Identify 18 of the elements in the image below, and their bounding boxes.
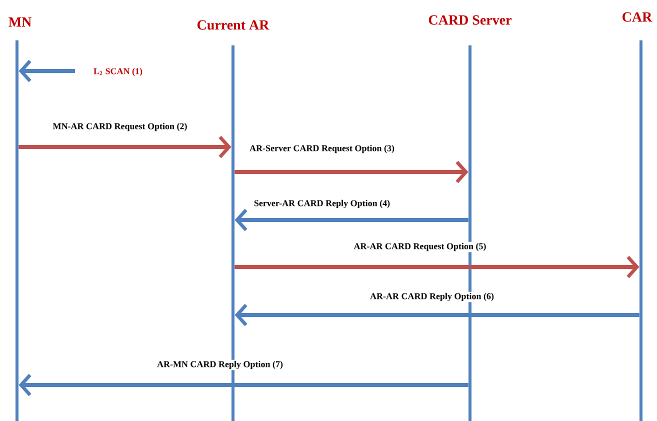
edge-label: MN-AR CARD Request Option (2) <box>52 122 188 132</box>
edge-label: L$_{2}$ SCAN (1) <box>92 66 144 78</box>
arrow <box>18 60 75 82</box>
edge-label: AR-MN CARD Reply Option (7) <box>156 360 284 370</box>
edge-label: AR-Server CARD Request Option (3) <box>248 144 396 154</box>
participant-label: MN <box>8 17 32 27</box>
participant-label: CAR <box>622 12 652 22</box>
edge-label: AR-AR CARD Request Option (5) <box>352 242 488 252</box>
arrow <box>234 160 468 184</box>
arrow <box>234 304 640 326</box>
arrow <box>18 136 232 158</box>
edge-label: AR-AR CARD Reply Option (6) <box>369 292 495 302</box>
participant-label: Current AR <box>197 20 270 30</box>
edge-label: Server-AR CARD Reply Option (4) <box>252 198 392 210</box>
arrow <box>234 208 468 232</box>
arrow <box>18 374 468 396</box>
arrow <box>234 256 640 278</box>
participant-label: CARD Server <box>428 15 512 25</box>
